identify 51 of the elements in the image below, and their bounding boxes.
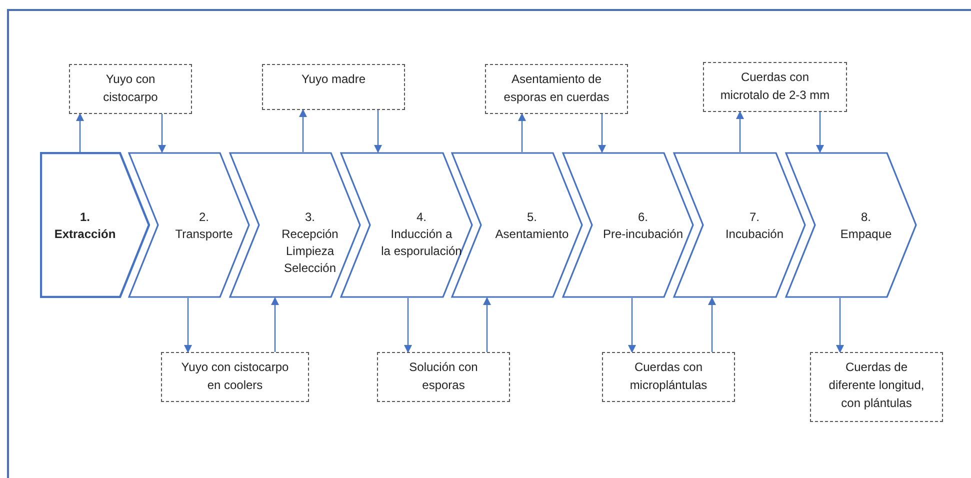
step-number: 3. [304, 209, 315, 226]
arrow [76, 113, 84, 152]
dashed-box [810, 352, 943, 422]
step-label: Extracción [54, 226, 116, 243]
process-step-shape [128, 152, 250, 298]
box-text: Cuerdas con microtalo de 2-3 mm [720, 69, 830, 104]
step-number: 5. [526, 209, 537, 226]
arrow [598, 114, 606, 153]
arrow [518, 113, 526, 152]
step-label: Inducción a la esporulación [380, 226, 463, 260]
step-label: Pre-incubación [602, 226, 684, 243]
process-step-shape [340, 152, 473, 298]
arrow [374, 110, 382, 153]
arrow [836, 298, 844, 353]
process-step-shape [785, 152, 917, 298]
step-number: 8. [860, 209, 871, 226]
step-label: Recepción Limpieza Selección [280, 226, 340, 277]
step-label: Asentamiento [495, 226, 569, 243]
arrow [158, 114, 166, 153]
dashed-box [602, 352, 735, 402]
box-text: Yuyo con cistocarpo en coolers [180, 359, 290, 394]
box-text: Yuyo madre [300, 71, 367, 88]
arrow [271, 297, 279, 352]
box-text: Yuyo con cistocarpo [102, 71, 159, 106]
step-number: 1. [80, 209, 90, 226]
arrow [708, 297, 716, 352]
step-label: Empaque [840, 226, 892, 243]
step-label: Transporte [175, 226, 233, 243]
box-text: Solución con esporas [408, 359, 479, 394]
step-number: 6. [638, 209, 648, 226]
box-text: Asentamiento de esporas en cuerdas [502, 71, 610, 106]
step-label: Incubación [725, 226, 784, 243]
step-number: 7. [749, 209, 760, 226]
arrow [736, 111, 744, 152]
process-step-shape [40, 152, 150, 298]
dashed-box [69, 64, 192, 114]
dashed-box [161, 352, 309, 402]
arrow [628, 298, 636, 353]
dashed-box [703, 62, 847, 112]
arrow [184, 298, 192, 353]
box-text: Cuerdas de diferente longitud, con plántulas [828, 359, 926, 412]
arrow [483, 297, 491, 352]
step-number: 4. [416, 209, 426, 226]
step-number: 2. [198, 209, 209, 226]
box-text: Cuerdas con microplántulas [628, 359, 708, 394]
dashed-box [485, 64, 628, 114]
arrow [404, 298, 412, 353]
arrow [299, 109, 307, 152]
dashed-box [377, 352, 510, 402]
arrow [816, 112, 824, 153]
dashed-box [262, 64, 405, 110]
